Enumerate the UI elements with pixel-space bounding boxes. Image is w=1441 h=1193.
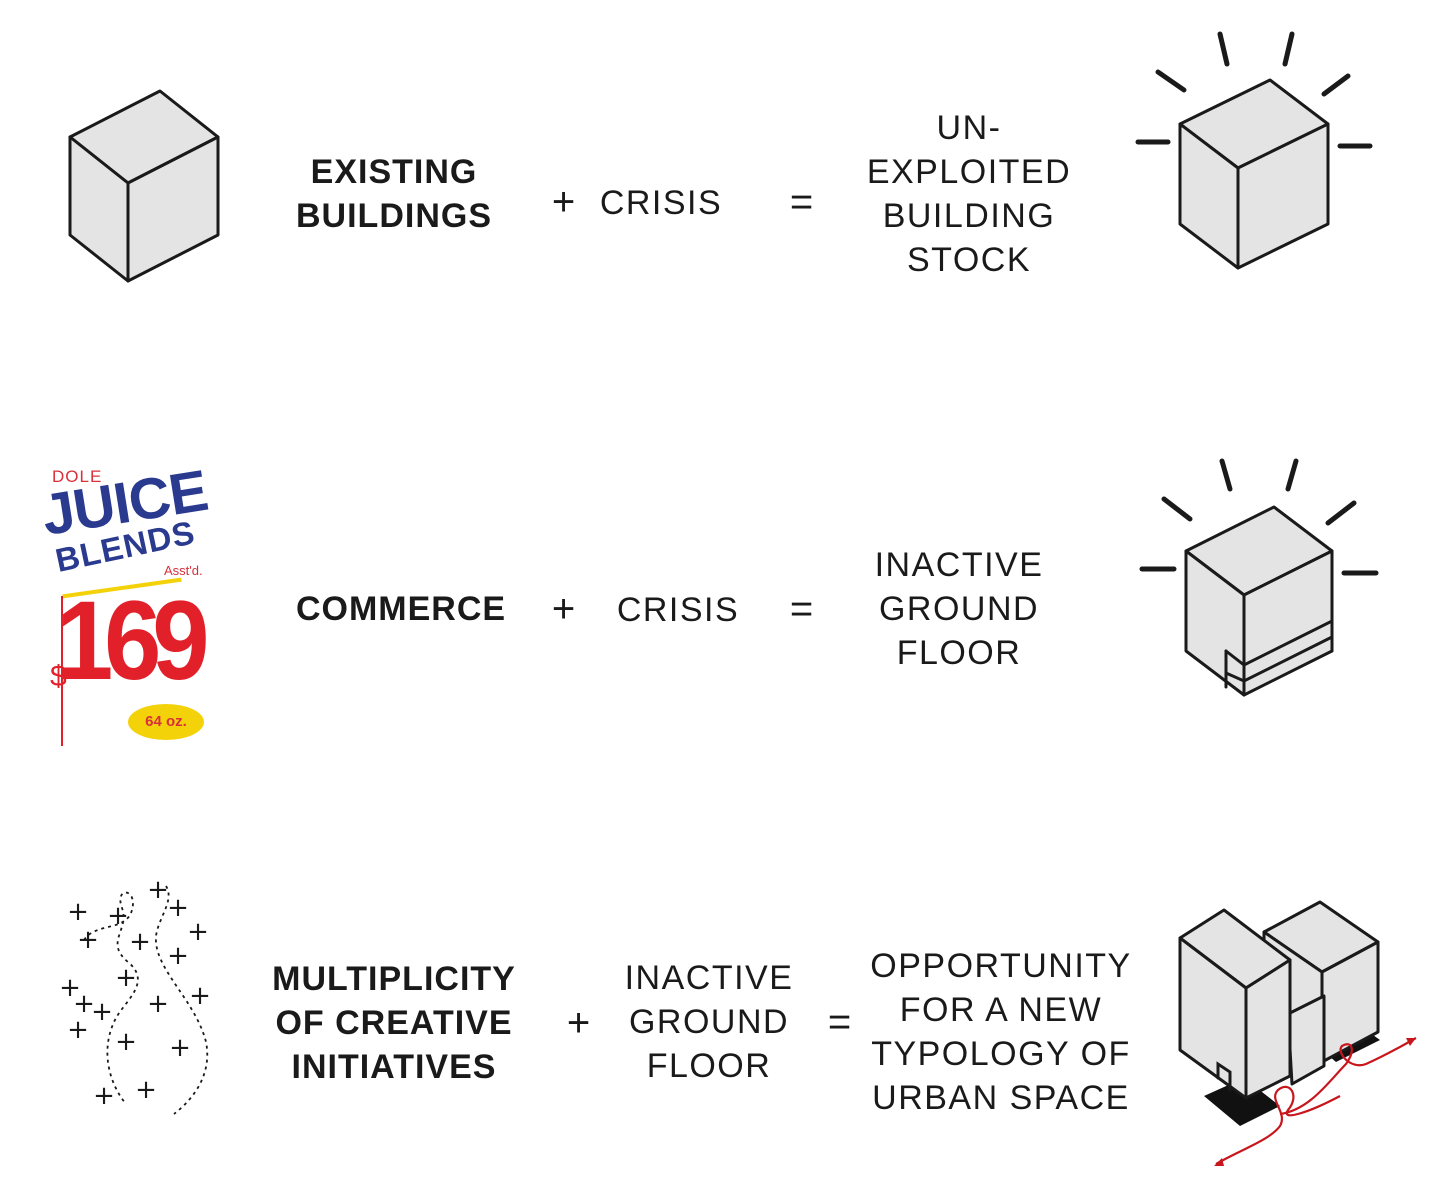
plus-sign: +: [566, 1001, 592, 1045]
new-urban-space-buildings-icon: [1178, 900, 1417, 1166]
ad-dollar-sign: $: [50, 660, 67, 693]
plus-mark: +: [67, 897, 89, 927]
equals-sign: =: [789, 180, 815, 224]
ad-size-text: 64 oz.: [145, 713, 187, 730]
ad-price-rule: [61, 596, 63, 746]
term-line: FLOOR: [646, 1047, 772, 1085]
result-line: TYPOLOGY OF: [871, 1035, 1131, 1073]
term-commerce: COMMERCE: [295, 590, 507, 628]
result-unexploited-building-stock: UN- EXPLOITED BUILDING STOCK: [855, 106, 1083, 282]
term-crisis: CRISIS: [599, 184, 723, 222]
dotted-path: [83, 891, 139, 1105]
result-line: EXPLOITED: [866, 153, 1072, 191]
creative-initiatives-scatter-icon: +++++++++++++++++++: [59, 875, 211, 1115]
term-existing-buildings: EXISTING BUILDINGS: [283, 150, 505, 238]
result-inactive-ground-floor: INACTIVE GROUND FLOOR: [856, 543, 1062, 675]
term-line: INITIATIVES: [291, 1048, 497, 1086]
result-line: BUILDING: [882, 197, 1056, 235]
plus-mark: +: [107, 901, 129, 931]
plus-mark: +: [115, 1027, 137, 1057]
plus-mark: +: [129, 927, 151, 957]
term-multiplicity-of-creative-initiatives: MULTIPLICITY OF CREATIVE INITIATIVES: [256, 957, 532, 1089]
result-line: URBAN SPACE: [872, 1079, 1130, 1117]
plus-sign: +: [551, 587, 577, 631]
term-line: BUILDINGS: [296, 197, 492, 235]
result-line: INACTIVE: [874, 546, 1044, 584]
plus-mark: +: [115, 963, 137, 993]
inactive-ground-floor-building-icon: [1139, 458, 1379, 697]
plus-mark: +: [59, 973, 81, 1003]
plus-mark: +: [189, 981, 211, 1011]
existing-building-cube-icon: [68, 89, 220, 283]
plus-mark: +: [147, 875, 169, 905]
plus-mark: +: [67, 1015, 89, 1045]
plus-mark: +: [167, 893, 189, 923]
ad-size-badge: 64 oz.: [128, 704, 204, 740]
plus-mark: +: [147, 989, 169, 1019]
plus-mark: +: [93, 1081, 115, 1111]
result-line: FOR A NEW: [899, 991, 1103, 1029]
equals-sign: =: [789, 587, 815, 631]
ground-pad: [1204, 1078, 1280, 1126]
term-line: INACTIVE: [624, 959, 794, 997]
term-line: OF CREATIVE: [275, 1004, 513, 1042]
result-line: OPPORTUNITY: [870, 947, 1132, 985]
plus-mark: +: [187, 917, 209, 947]
plus-mark: +: [73, 989, 95, 1019]
juice-blends-price-ad: DOLE JUICE BLENDS Asst'd. $ 169 64 oz.: [38, 458, 230, 750]
term-inactive-ground-floor: INACTIVE GROUND FLOOR: [608, 956, 810, 1088]
equals-sign: =: [827, 1000, 853, 1044]
plus-mark: +: [167, 941, 189, 971]
plus-mark: +: [91, 997, 113, 1027]
result-line: UN-: [936, 109, 1002, 147]
arrow-head: [1406, 1038, 1416, 1046]
ad-brand: DOLE: [52, 467, 103, 486]
result-line: FLOOR: [896, 634, 1022, 672]
glowing-building-cube-icon: [1135, 31, 1373, 270]
term-line: GROUND: [628, 1003, 790, 1041]
term-line: MULTIPLICITY: [272, 960, 516, 998]
plus-mark: +: [169, 1033, 191, 1063]
circulation-arrow: [1279, 1037, 1417, 1116]
circulation-arrow: [1215, 1085, 1341, 1165]
plus-sign: +: [551, 180, 577, 224]
result-line: GROUND: [878, 590, 1040, 628]
ad-assorted: Asst'd.: [164, 563, 203, 578]
plus-mark: +: [77, 925, 99, 955]
arrow-head: [1214, 1158, 1224, 1166]
result-opportunity-new-typology: OPPORTUNITY FOR A NEW TYPOLOGY OF URBAN …: [858, 944, 1144, 1120]
ad-price: 169: [56, 578, 210, 703]
term-line: EXISTING: [310, 153, 478, 191]
term-crisis: CRISIS: [616, 591, 740, 629]
result-line: STOCK: [906, 241, 1031, 279]
plus-mark: +: [135, 1075, 157, 1105]
